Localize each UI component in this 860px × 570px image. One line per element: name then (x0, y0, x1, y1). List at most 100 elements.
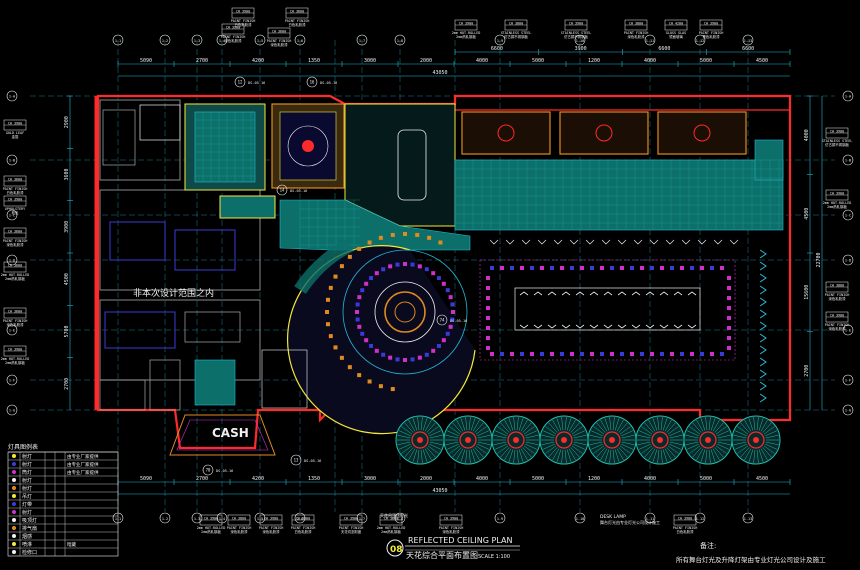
chandelier-ray (604, 418, 610, 431)
hall-light (590, 352, 594, 356)
note-text: 所有舞台灯光及升降灯架由专业灯光公司设计及施工 (676, 555, 826, 564)
chandelier-ray (424, 448, 432, 461)
chandelier-ray (692, 447, 702, 458)
tag-cn: 软包 (12, 210, 19, 215)
grid-label-top: 1-10 (576, 39, 584, 43)
dim-value: 6600 (658, 46, 670, 52)
tag-cn: 仿古铜不锈钢板 (825, 142, 849, 147)
hall-light (690, 266, 694, 270)
tag-code: CH 3900 (344, 516, 358, 520)
central-corridor (279, 103, 471, 251)
chandelier-ray (500, 422, 510, 433)
chandelier-ray (552, 419, 560, 432)
grid-bubble-bottom (574, 512, 586, 524)
dim-value: 4000 (644, 476, 656, 482)
dim-value: 4500 (756, 58, 768, 64)
legend-desc: 由专业厂家提供 (67, 461, 99, 468)
tag-code: CH 3900 (569, 21, 583, 25)
grid-bubble-bottom (191, 512, 203, 524)
dim-value: 4200 (252, 476, 264, 482)
hall-light (650, 352, 654, 356)
chandelier-ray (669, 441, 683, 446)
hall-light (486, 316, 490, 320)
grid-label-right: 1-E (845, 329, 851, 333)
wall-spot (759, 285, 767, 295)
tag-sub: PAINT FINISH (439, 526, 464, 530)
dim-value: 4500 (756, 476, 768, 482)
legend-title: 灯具图例表 (8, 443, 38, 451)
chandelier-ray (696, 448, 704, 461)
chandelier-ray (561, 417, 564, 431)
tag-sub: STAINLESS STEEL (561, 31, 592, 35)
tag-cn: 深色乳胶漆 (225, 38, 243, 43)
upper-spot (489, 239, 499, 245)
legend-name: 射灯 (22, 509, 32, 516)
hall-spot (575, 291, 585, 296)
section-ref: DS-05-16 (248, 81, 265, 85)
chandelier-ray (516, 449, 519, 463)
grid-label-top: 1-3 (194, 39, 200, 43)
drawing-scale: SCALE 1:100 (478, 554, 510, 560)
legend-name: 射灯 (22, 485, 32, 492)
stage-light (450, 317, 455, 322)
hall-spot (659, 324, 669, 329)
hall-light (690, 352, 694, 356)
chandelier-ray (740, 422, 750, 433)
hall-light (727, 306, 731, 310)
misc-note-2: DESK LAMP (600, 514, 626, 520)
dim-value: 2000 (420, 58, 432, 64)
chandelier-ray (717, 434, 731, 439)
legend-name: 排气扇 (22, 525, 37, 532)
chandelier-ray (468, 417, 471, 431)
chandelier-ray (669, 430, 682, 437)
tag-cn: 仿古铜不锈钢板 (564, 34, 588, 39)
chandelier-ray (664, 448, 672, 461)
grid-label-bottom: 1-12 (696, 517, 704, 521)
hall-light (680, 352, 684, 356)
tag-cn: 深色乳胶漆 (231, 529, 249, 534)
chandelier (731, 415, 781, 465)
hall-light (500, 266, 504, 270)
chandelier-ray (685, 434, 699, 439)
chandelier-ray (641, 445, 653, 454)
hall-spot (687, 324, 697, 329)
stage-light (355, 317, 360, 322)
stage-light (357, 324, 362, 329)
chandelier-ray (689, 426, 701, 435)
chandelier-ray (504, 448, 512, 461)
hall-spot (603, 324, 613, 329)
stage-outer-light (390, 232, 395, 237)
grid-label-bottom: 1-8 (397, 517, 403, 521)
dim-total: 22700 (816, 252, 822, 267)
dim-value: 4000 (644, 58, 656, 64)
stage-light (448, 324, 453, 329)
hall-spot (575, 324, 585, 329)
stage-light (424, 267, 429, 272)
left-rooms (99, 99, 261, 411)
stage-light (431, 271, 436, 276)
chandelier-ray (525, 441, 539, 446)
stage-light (395, 357, 400, 362)
chandelier-ray (523, 445, 535, 454)
hall-light (720, 352, 724, 356)
hall-light (520, 352, 524, 356)
grid-label-bottom: 1-10 (576, 517, 584, 521)
wall-spot (759, 297, 767, 307)
hall-spot (547, 324, 557, 329)
chandelier-ray (644, 447, 654, 458)
chandelier-ray (417, 417, 420, 431)
dim-value: 4200 (252, 58, 264, 64)
chandelier-ray (570, 422, 580, 433)
grid-label-top: 1-13 (744, 39, 752, 43)
hall-spot (561, 324, 571, 329)
chandelier-ray (556, 418, 562, 431)
section-ref: DS-05-16 (216, 469, 233, 473)
chandelier-core (459, 431, 477, 449)
upper-spot (505, 239, 515, 245)
grid-bubble-left (6, 404, 18, 416)
